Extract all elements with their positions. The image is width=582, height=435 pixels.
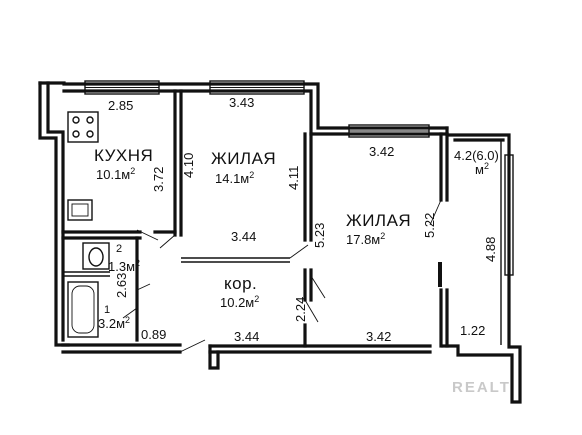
living2-name: ЖИЛАЯ <box>346 211 411 230</box>
washbasin-icon <box>82 242 110 270</box>
svg-text:1.3м2: 1.3м2 <box>108 258 140 274</box>
room-balcony: 4.2(6.0) м2 <box>454 148 499 177</box>
room-kitchen: КУХНЯ 10.1м2 <box>94 146 153 182</box>
dim-balcony-width: 1.22 <box>460 323 485 338</box>
svg-text:3.2м2: 3.2м2 <box>98 315 130 331</box>
watermark-text: REALT <box>452 379 511 396</box>
living2-area: 17.8м <box>346 232 380 247</box>
balcony-area: 4.2(6.0) <box>454 148 499 163</box>
room-bath2: 2 1.3м2 <box>108 243 140 274</box>
dim-living1-width: 3.43 <box>229 95 254 110</box>
svg-text:10.1м2: 10.1м2 <box>96 166 135 182</box>
stove-icon <box>67 111 99 143</box>
kitchen-area-sup: 2 <box>130 166 135 176</box>
bath1-area: 3.2м <box>98 316 125 331</box>
corridor-area-sup: 2 <box>254 294 259 304</box>
watermark: REALT <box>452 379 511 396</box>
living2-area-sup: 2 <box>380 231 385 241</box>
living1-area-sup: 2 <box>249 170 254 180</box>
room-bath1: 1 3.2м2 <box>98 304 130 331</box>
dim-bath-height: 2.63 <box>114 273 129 298</box>
dim-living1-height: 4.10 <box>181 153 196 178</box>
bath2-area-sup: 2 <box>135 258 140 268</box>
living1-area: 14.1м <box>215 171 249 186</box>
sink-icon <box>67 199 93 221</box>
bath2-area: 1.3м <box>108 259 135 274</box>
corridor-area: 10.2м <box>220 295 254 310</box>
dim-balcony-length: 4.88 <box>483 237 498 262</box>
fixtures <box>67 111 442 353</box>
dim-bottom-left: 3.44 <box>234 329 259 344</box>
living1-name: ЖИЛАЯ <box>211 149 276 168</box>
dim-living2-right: 5.22 <box>422 213 437 238</box>
bath2-number: 2 <box>116 243 122 255</box>
bathtub-icon <box>67 281 99 338</box>
dim-living2-width: 3.42 <box>369 144 394 159</box>
dimensions: 2.85 3.43 3.72 4.10 4.11 3.42 5.23 5.22 … <box>108 95 498 344</box>
interior-walls <box>61 89 449 348</box>
bath1-area-sup: 2 <box>125 315 130 325</box>
balcony-unit: м <box>475 162 484 177</box>
dim-living2-left: 5.23 <box>312 223 327 248</box>
svg-text:10.2м2: 10.2м2 <box>220 294 259 310</box>
dim-entry-width: 0.89 <box>141 327 166 342</box>
dim-kitchen-height: 3.72 <box>151 167 166 192</box>
dim-bottom-right: 3.42 <box>366 329 391 344</box>
bath1-number: 1 <box>104 304 110 316</box>
dim-corridor-door: 2.24 <box>293 297 308 322</box>
dim-corridor-width: 3.44 <box>231 229 256 244</box>
kitchen-area: 10.1м <box>96 167 130 182</box>
outer-walls <box>38 81 522 404</box>
svg-text:17.8м2: 17.8м2 <box>346 231 385 247</box>
room-corridor: кор. 10.2м2 <box>220 274 259 310</box>
dim-kitchen-width: 2.85 <box>108 98 133 113</box>
kitchen-name: КУХНЯ <box>94 146 153 165</box>
svg-text:14.1м2: 14.1м2 <box>215 170 254 186</box>
windows <box>84 80 514 276</box>
dim-living1-right: 4.11 <box>286 166 301 190</box>
balcony-unit-sup: 2 <box>484 161 489 171</box>
room-living2: ЖИЛАЯ 17.8м2 <box>346 211 411 247</box>
svg-text:м2: м2 <box>475 161 489 177</box>
room-living1: ЖИЛАЯ 14.1м2 <box>211 149 276 186</box>
corridor-name: кор. <box>224 274 257 293</box>
